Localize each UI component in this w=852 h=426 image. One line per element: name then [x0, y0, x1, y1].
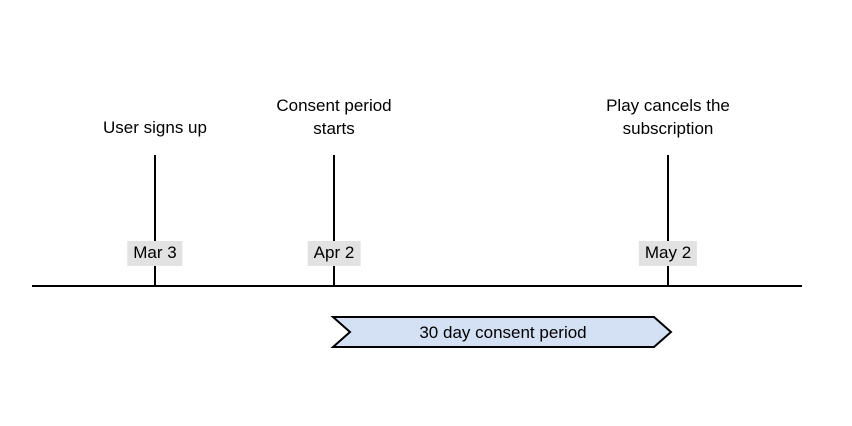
date-chip-apr-2: Apr 2	[307, 241, 361, 266]
date-chip-mar-3: Mar 3	[127, 241, 183, 266]
consent-period-banner-shape	[330, 316, 673, 348]
date-chip-may-2: May 2	[638, 241, 698, 266]
